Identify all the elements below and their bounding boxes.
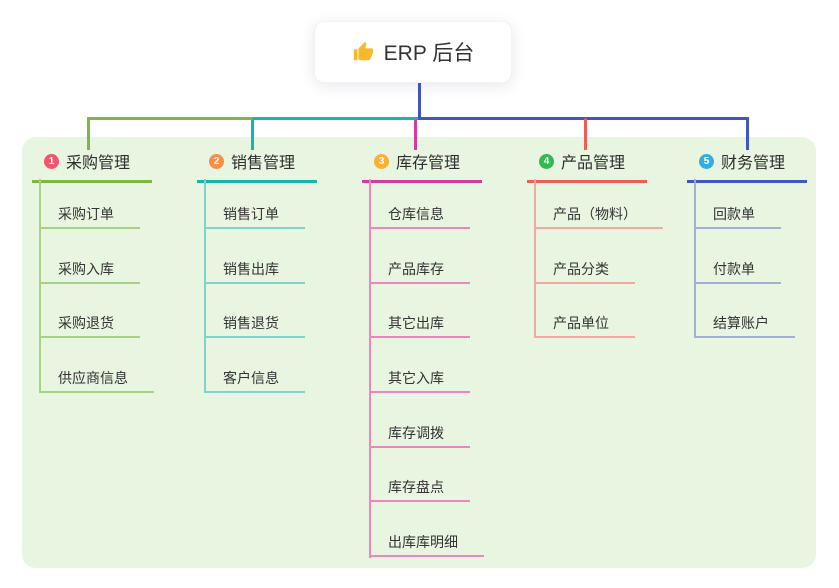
child-label: 其它出库 [388, 315, 444, 331]
child-label: 采购订单 [58, 206, 114, 222]
child-label: 产品分类 [553, 261, 609, 277]
branch-number-badge: 1 [44, 153, 59, 169]
branch-finance-header[interactable]: 5 财务管理 [687, 146, 807, 183]
child-node[interactable]: 销售出库 [204, 260, 305, 284]
branch-purchase: 1 采购管理 采购订单 采购入库 采购退货 供应商信息 [32, 146, 154, 393]
child-node[interactable]: 采购退货 [39, 314, 140, 338]
branch-product: 4 产品管理 产品（物料） 产品分类 产品单位 [527, 146, 663, 338]
child-node[interactable]: 其它入库 [369, 369, 470, 393]
child-label: 仓库信息 [388, 206, 444, 222]
branch-purchase-header[interactable]: 1 采购管理 [32, 146, 152, 183]
child-node[interactable]: 出库库明细 [369, 533, 484, 557]
child-node[interactable]: 产品单位 [534, 314, 635, 338]
child-node[interactable]: 采购订单 [39, 205, 140, 229]
branch-number-badge: 2 [209, 153, 224, 169]
branch-product-trunk-line [534, 179, 536, 338]
child-node[interactable]: 销售退货 [204, 314, 305, 338]
child-label: 采购退货 [58, 315, 114, 331]
child-node[interactable]: 库存调拨 [369, 424, 470, 448]
child-label: 结算账户 [713, 315, 769, 331]
child-node[interactable]: 其它出库 [369, 314, 470, 338]
branches-background-panel [22, 137, 816, 568]
root-node-erp-backend[interactable]: ERP 后台 [314, 21, 512, 83]
branch-sales: 2 销售管理 销售订单 销售出库 销售退货 客户信息 [197, 146, 317, 393]
child-label: 产品（物料） [553, 206, 637, 222]
child-label: 付款单 [713, 261, 755, 277]
branch-label: 销售管理 [231, 155, 296, 172]
branch-inventory-trunk-line [369, 179, 371, 558]
child-node[interactable]: 采购入库 [39, 260, 140, 284]
branch-number-badge: 5 [699, 153, 714, 169]
root-node-label: ERP 后台 [383, 42, 475, 65]
branch-sales-trunk-line [204, 179, 206, 393]
branch-label: 财务管理 [721, 155, 786, 172]
branch-label: 库存管理 [396, 155, 461, 172]
branch-purchase-trunk-line [39, 179, 41, 393]
child-label: 回款单 [713, 206, 755, 222]
child-node[interactable]: 回款单 [694, 205, 781, 229]
branch-product-header[interactable]: 4 产品管理 [527, 146, 647, 183]
child-label: 供应商信息 [58, 370, 128, 386]
child-node[interactable]: 仓库信息 [369, 205, 470, 229]
child-label: 销售退货 [223, 315, 279, 331]
child-label: 客户信息 [223, 370, 279, 386]
child-node[interactable]: 产品分类 [534, 260, 635, 284]
child-node[interactable]: 产品（物料） [534, 205, 663, 229]
child-label: 其它入库 [388, 370, 444, 386]
branch-inventory-header[interactable]: 3 库存管理 [362, 146, 482, 183]
child-label: 销售出库 [223, 261, 279, 277]
child-label: 产品单位 [553, 315, 609, 331]
branch-label: 采购管理 [66, 155, 131, 172]
child-node[interactable]: 结算账户 [694, 314, 795, 338]
branch-number-badge: 4 [539, 153, 554, 169]
child-label: 产品库存 [388, 261, 444, 277]
child-label: 出库库明细 [388, 534, 458, 550]
branch-finance-trunk-line [694, 179, 696, 338]
branch-label: 产品管理 [561, 155, 626, 172]
child-label: 库存盘点 [388, 479, 444, 495]
child-label: 采购入库 [58, 261, 114, 277]
child-node[interactable]: 库存盘点 [369, 478, 470, 502]
branch-inventory: 3 库存管理 仓库信息 产品库存 其它出库 其它入库 库存调拨 库存盘点 出库库… [362, 146, 484, 558]
branch-number-badge: 3 [374, 153, 389, 169]
thumbs-up-icon [353, 41, 373, 61]
branch-finance: 5 财务管理 回款单 付款单 结算账户 [687, 146, 807, 338]
child-label: 库存调拨 [388, 425, 444, 441]
child-node[interactable]: 客户信息 [204, 369, 305, 393]
branch-sales-header[interactable]: 2 销售管理 [197, 146, 317, 183]
child-node[interactable]: 付款单 [694, 260, 781, 284]
child-node[interactable]: 产品库存 [369, 260, 470, 284]
child-node[interactable]: 销售订单 [204, 205, 305, 229]
child-label: 销售订单 [223, 206, 279, 222]
child-node[interactable]: 供应商信息 [39, 369, 154, 393]
